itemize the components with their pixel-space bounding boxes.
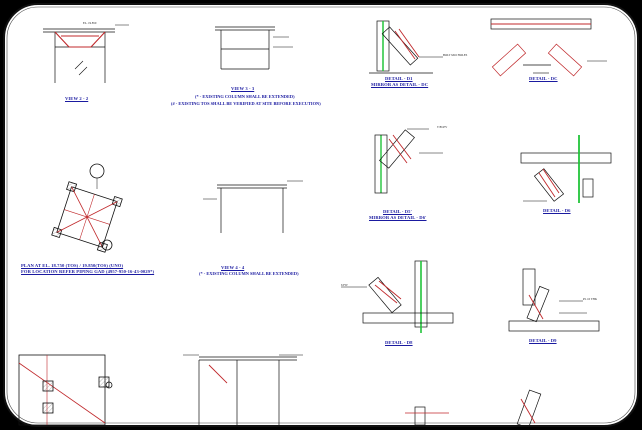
detail-d9-label: DETAIL - D9 [529, 338, 557, 343]
detail-d1-drawing [369, 20, 443, 74]
bottom-middle-view-drawing [183, 354, 303, 427]
plan-drawing [51, 163, 123, 253]
drawing-sheet [3, 3, 639, 427]
detail-d9-drawing [508, 268, 600, 332]
detail-d5-drawing [374, 128, 443, 194]
detail-d1-label: DETAIL - D1 [385, 76, 413, 81]
view-3-3-note-1: (* - EXISTING COLUMN SHALL BE EXTENDED) [195, 94, 295, 99]
view-4-4-note: (* - EXISTING COLUMN SHALL BE EXTENDED) [199, 271, 299, 276]
callout-plate: PL 10 THK [583, 297, 598, 301]
detail-d6-label: DETAIL - D6 [543, 208, 571, 213]
detail-dc-label: DETAIL - DC [529, 76, 558, 81]
view-3-3-note-2: (# - EXISTING TOS SHALL BE VERIFIED AT S… [171, 101, 321, 106]
plan-label: PLAN AT EL. 18.750 (TOS) / 19.850(TOS) (… [21, 263, 124, 268]
detail-dc-drawing [490, 18, 607, 77]
plan-sublabel: FOR LOCATION REFER PIPING GAD (4957-950-… [21, 269, 155, 274]
view-3-3-label: VIEW 3 - 3 [231, 86, 255, 91]
view-2-2-drawing [43, 24, 129, 83]
detail-d6-drawing [520, 135, 612, 203]
detail-d8-label: DETAIL - D8 [385, 340, 413, 345]
callout-bolt: BOLT M16 HOLES [443, 53, 468, 57]
detail-d5-label: DETAIL - D5' [383, 209, 412, 214]
view-4-4-label: VIEW 4 - 4 [221, 265, 245, 270]
drawing-sheet-frame: VIEW 2 - 2 VIEW 3 - 3 (* - EXISTING COLU… [3, 3, 639, 427]
callout-top-elevation: T/ELEV [437, 125, 448, 129]
detail-d8-drawing [341, 260, 454, 333]
mirror-d6-label: MIRROR AS DETAIL - D6' [369, 215, 427, 220]
mirror-dc-label: MIRROR AS DETAIL - DC [371, 82, 429, 87]
view-2-2-label: VIEW 2 - 2 [65, 96, 89, 101]
view-4-4-drawing [203, 180, 303, 233]
bottom-left-plan-drawing [18, 354, 113, 426]
view-3-3-drawing [215, 26, 293, 70]
callout-weld: 6 FW [341, 283, 348, 287]
bottom-right-details-drawing [405, 389, 542, 427]
callout-elevation: EL. 19.850 [83, 21, 97, 25]
